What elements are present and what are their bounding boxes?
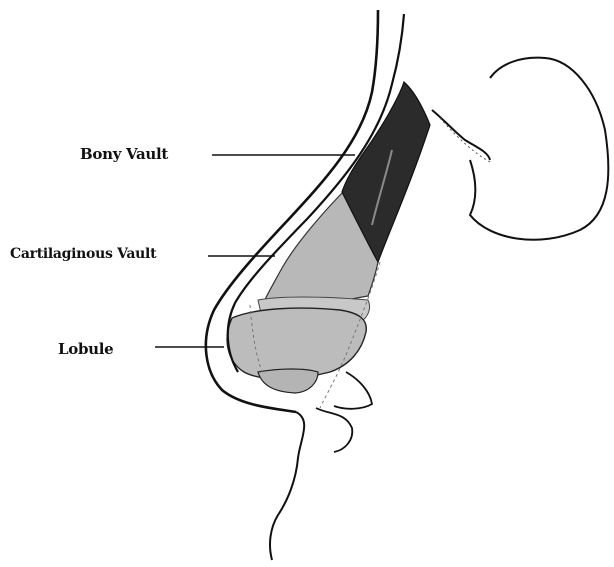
eye-brow-profile: [432, 58, 608, 240]
ala-nostril-shape: [258, 369, 318, 393]
bony-vault-label: Bony Vault: [80, 145, 168, 163]
cartilaginous-vault-label: Cartilaginous Vault: [10, 246, 156, 262]
columella-lip-profile: [270, 412, 304, 560]
alar-crease: [334, 372, 372, 409]
lobule-label: Lobule: [58, 340, 113, 358]
lobule-region: [227, 308, 366, 379]
columella-base: [316, 408, 352, 452]
